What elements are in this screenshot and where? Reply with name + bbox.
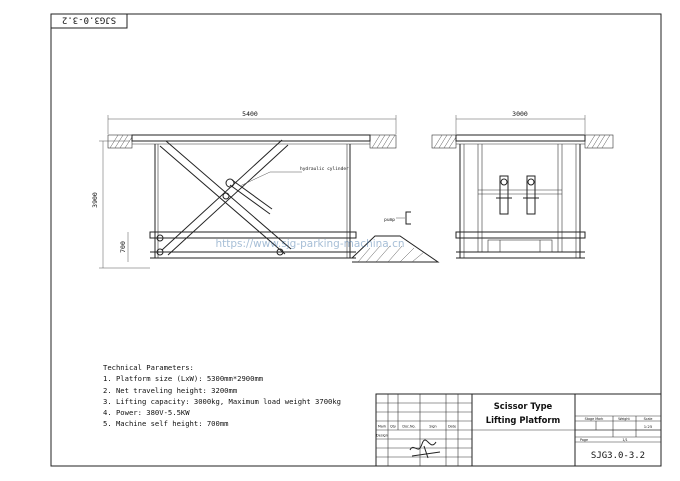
drawing-code: SJG3.0-3.2 xyxy=(591,451,645,461)
product-name-line1: Scissor Type xyxy=(494,401,553,411)
parameter-item: 4. Power: 380V-5.5KW xyxy=(103,408,190,418)
side-low-dim: 700 xyxy=(119,241,127,253)
cylinder-label: hydraulic cylinder xyxy=(300,166,349,172)
parameters-title: Technical Parameters: xyxy=(103,363,194,372)
side-height-dim: 3900 xyxy=(91,192,99,208)
signature-label: Sign xyxy=(429,425,436,429)
parameter-item: 3. Lifting capacity: 3000kg, Maximum loa… xyxy=(103,396,341,406)
page-value: 1/1 xyxy=(622,438,627,442)
scale-value: 1:25 xyxy=(644,424,653,429)
mark-label: Mark xyxy=(378,425,386,429)
page-label: Page xyxy=(580,438,588,442)
product-name-line2: Lifting Platform xyxy=(486,415,561,425)
front-view: 3000 xyxy=(431,110,614,259)
design-label: Design xyxy=(376,434,388,438)
weight-label: Weight xyxy=(618,417,630,421)
front-width-dim: 3000 xyxy=(512,110,528,118)
side-view: pump hydraulic cylinder 5400 3900 700 xyxy=(91,110,440,269)
side-length-dim: 5400 xyxy=(242,110,258,118)
drawing-frame xyxy=(50,13,662,467)
qty-label: Qty xyxy=(390,425,396,429)
scale-label: Scale xyxy=(644,417,653,421)
parameter-item: 1. Platform size (LxW): 5300mm*2900mm xyxy=(103,374,264,384)
drawing-code-flipped: SJG3.0-3.2 xyxy=(62,15,116,25)
watermark: https://www.sjg-parking-machina.cn xyxy=(216,238,405,250)
pump-label: pump xyxy=(384,218,395,223)
doc-no-label: Doc.No. xyxy=(402,425,415,429)
parameter-item: 2. Net traveling height: 3200mm xyxy=(103,385,238,395)
date-label: Date xyxy=(448,425,456,429)
code-box-top xyxy=(50,13,128,29)
signature-mark xyxy=(409,439,441,459)
title-block: Mark Qty Doc.No. Sign Date Design Scisso… xyxy=(375,393,662,467)
parameter-item: 5. Machine self height: 700mm xyxy=(103,419,229,429)
stage-mark-label: Stage Mark xyxy=(585,417,604,421)
technical-parameters: Technical Parameters: 1. Platform size (… xyxy=(103,362,341,430)
